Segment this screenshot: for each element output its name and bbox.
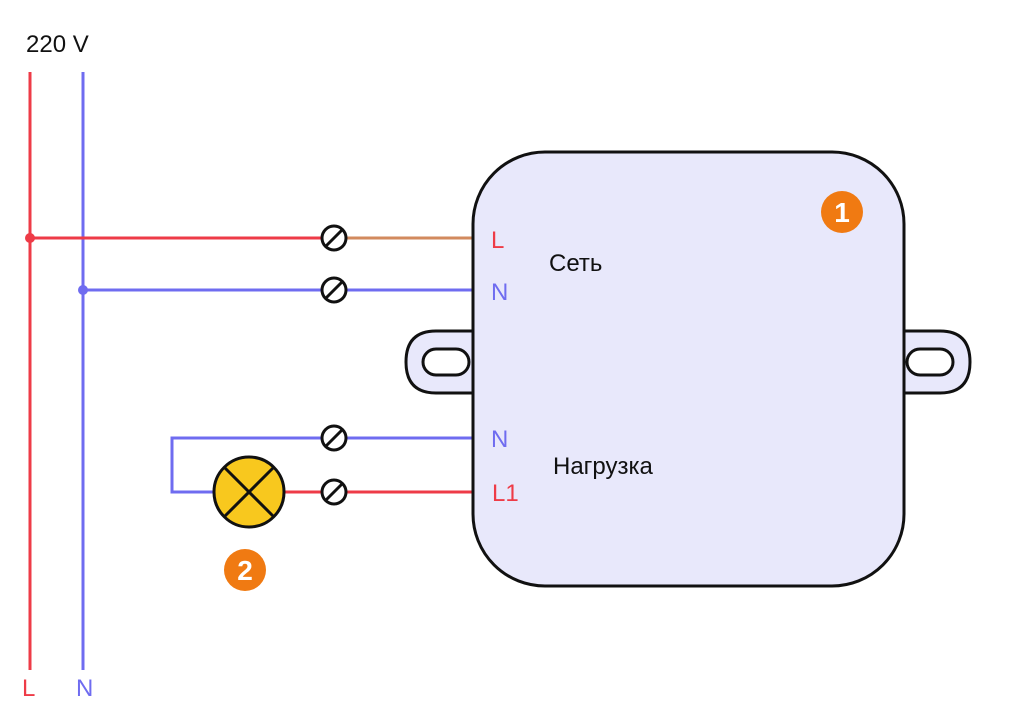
lamp-icon [212, 455, 286, 529]
voltage-label: 220 V [26, 31, 89, 58]
lamp-number-badge: 2 [224, 549, 266, 591]
phase-rail-label: L [22, 675, 35, 702]
device-output-title: Нагрузка [553, 453, 654, 480]
device-input-neutral-label: N [491, 279, 508, 306]
device-output-neutral-label: N [491, 426, 508, 453]
terminal-clamp [320, 478, 348, 506]
svg-text:2: 2 [237, 555, 253, 586]
terminal-clamp [320, 224, 348, 252]
device-output-phase-label: L1 [492, 480, 519, 507]
terminal-clamp [320, 276, 348, 304]
device-input-phase-label: L [491, 227, 504, 254]
neutral-rail-label: N [76, 675, 93, 702]
svg-text:1: 1 [834, 197, 850, 228]
mounting-ear-left [404, 329, 476, 395]
device-body [471, 150, 906, 588]
terminal-clamp [320, 424, 348, 452]
phase-junction-dot [25, 233, 35, 243]
device-input-title: Сеть [549, 250, 602, 277]
device-number-badge: 1 [821, 191, 863, 233]
mounting-ear-right [901, 329, 972, 395]
neutral-junction-dot [78, 285, 88, 295]
